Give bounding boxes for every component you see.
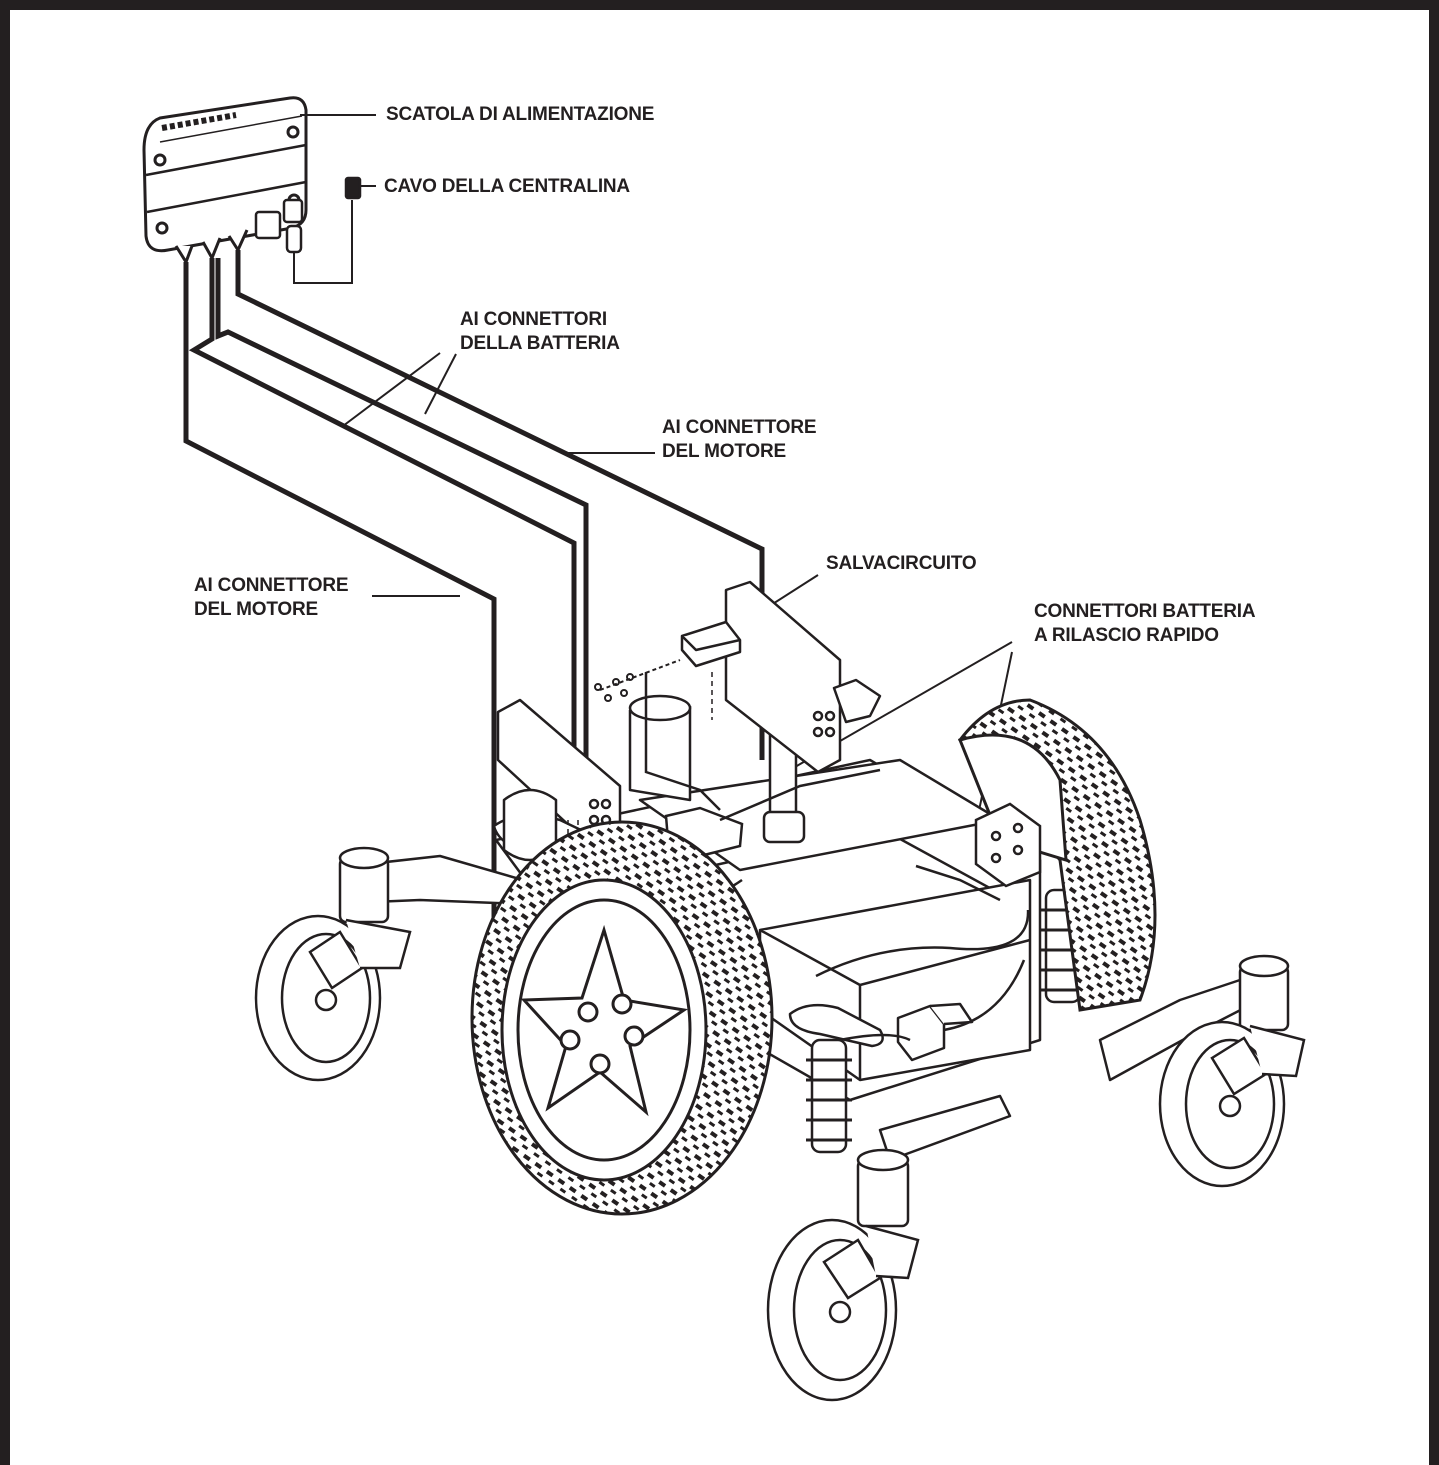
controller-cable-connectors xyxy=(254,176,362,284)
label-quick-release: CONNETTORI BATTERIA A RILASCIO RAPIDO xyxy=(1034,600,1256,648)
caster-left xyxy=(254,846,412,1082)
label-motor-connector-right: AI CONNETTORE DEL MOTORE xyxy=(662,416,817,464)
label-motor-connector-left-line2: DEL MOTORE xyxy=(194,599,318,620)
shock-left xyxy=(806,1038,852,1154)
label-motor-connector-right-line2: DEL MOTORE xyxy=(662,441,786,462)
power-box xyxy=(142,96,308,266)
label-controller-cable: CAVO DELLA CENTRALINA xyxy=(384,176,630,197)
label-motor-connector-left: AI CONNETTORE DEL MOTORE xyxy=(194,574,349,622)
caster-right xyxy=(1158,954,1306,1188)
caster-arms xyxy=(366,854,1262,1162)
label-motor-connector-right-line1: AI CONNETTORE xyxy=(662,417,817,438)
label-battery-connectors-line1: AI CONNETTORI xyxy=(460,309,607,330)
label-battery-connectors-line2: DELLA BATTERIA xyxy=(460,333,620,354)
caster-front xyxy=(766,1148,920,1402)
label-power-box: SCATOLA DI ALIMENTAZIONE xyxy=(386,104,655,125)
label-motor-connector-left-line1: AI CONNETTORE xyxy=(194,575,349,596)
drive-wheel-left xyxy=(470,820,774,1216)
label-quick-release-line1: CONNETTORI BATTERIA xyxy=(1034,601,1256,622)
label-quick-release-line2: A RILASCIO RAPIDO xyxy=(1034,625,1219,646)
rear-bracket-right xyxy=(974,802,1042,888)
mounting-screws xyxy=(594,659,681,702)
label-battery-connectors: AI CONNETTORI DELLA BATTERIA xyxy=(460,308,620,356)
label-circuit-breaker: SALVACIRCUITO xyxy=(826,553,977,574)
